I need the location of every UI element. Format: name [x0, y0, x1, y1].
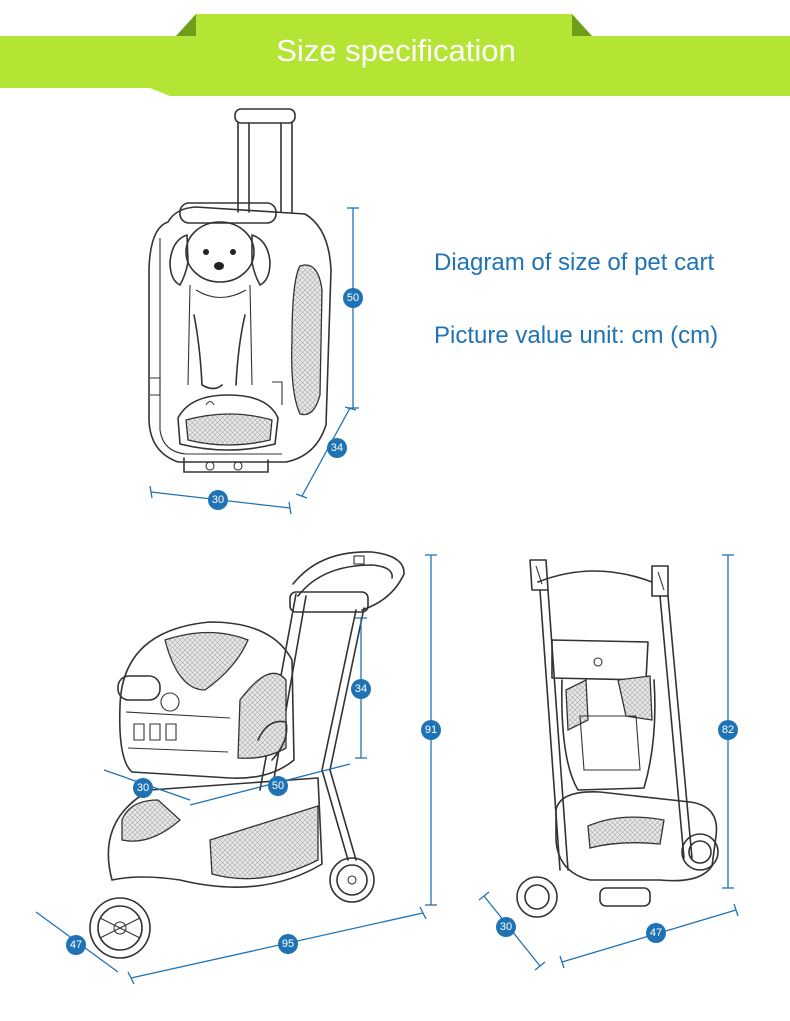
dimension-badge-stroller-seat-width: 50 — [268, 776, 288, 796]
dog-illustration — [169, 221, 271, 390]
dimension-label: 91 — [425, 724, 437, 736]
dimension-label: 50 — [347, 292, 359, 304]
dimension-label: 82 — [722, 724, 734, 736]
dimension-label: 34 — [355, 683, 367, 695]
banner: Size specification — [0, 14, 790, 96]
dimension-label: 47 — [70, 939, 82, 951]
dimension-badge-folded-width: 47 — [646, 923, 666, 943]
banner-title: Size specification — [276, 33, 516, 68]
dimension-label: 50 — [272, 780, 284, 792]
dimension-label: 30 — [212, 494, 224, 506]
unit-caption: Picture value unit: cm (cm) — [434, 322, 719, 349]
dimension-badge-stroller-seat-height: 34 — [351, 679, 371, 699]
diagram-caption: Diagram of size of pet cart — [434, 249, 715, 276]
dimension-badge-backpack-depth: 34 — [327, 438, 347, 458]
dimension-badge-stroller-seat-depth: 30 — [133, 778, 153, 798]
stroller-dimension-lines — [35, 554, 437, 985]
dimension-label: 30 — [137, 782, 149, 794]
folded-stroller-drawing — [516, 559, 719, 918]
dimension-badge-stroller-total-height: 91 — [421, 720, 441, 740]
dimension-badge-backpack-height: 50 — [343, 288, 363, 308]
dimension-badge-stroller-length: 95 — [278, 934, 298, 954]
dimension-label: 30 — [500, 921, 512, 933]
dimension-label: 95 — [282, 938, 294, 950]
dimension-label: 47 — [650, 927, 662, 939]
backpack-drawing — [148, 108, 332, 473]
banner-center — [196, 14, 572, 84]
dimension-badge-backpack-width: 30 — [208, 490, 228, 510]
dimension-badge-folded-depth: 30 — [496, 917, 516, 937]
dimension-badge-folded-height: 82 — [718, 720, 738, 740]
stroller-drawing — [89, 551, 405, 959]
dimension-badge-stroller-width: 47 — [66, 935, 86, 955]
banner-fold-left — [176, 14, 196, 36]
folded-dimension-lines — [478, 554, 739, 971]
dimension-label: 34 — [331, 442, 343, 454]
banner-fold-right — [572, 14, 592, 36]
